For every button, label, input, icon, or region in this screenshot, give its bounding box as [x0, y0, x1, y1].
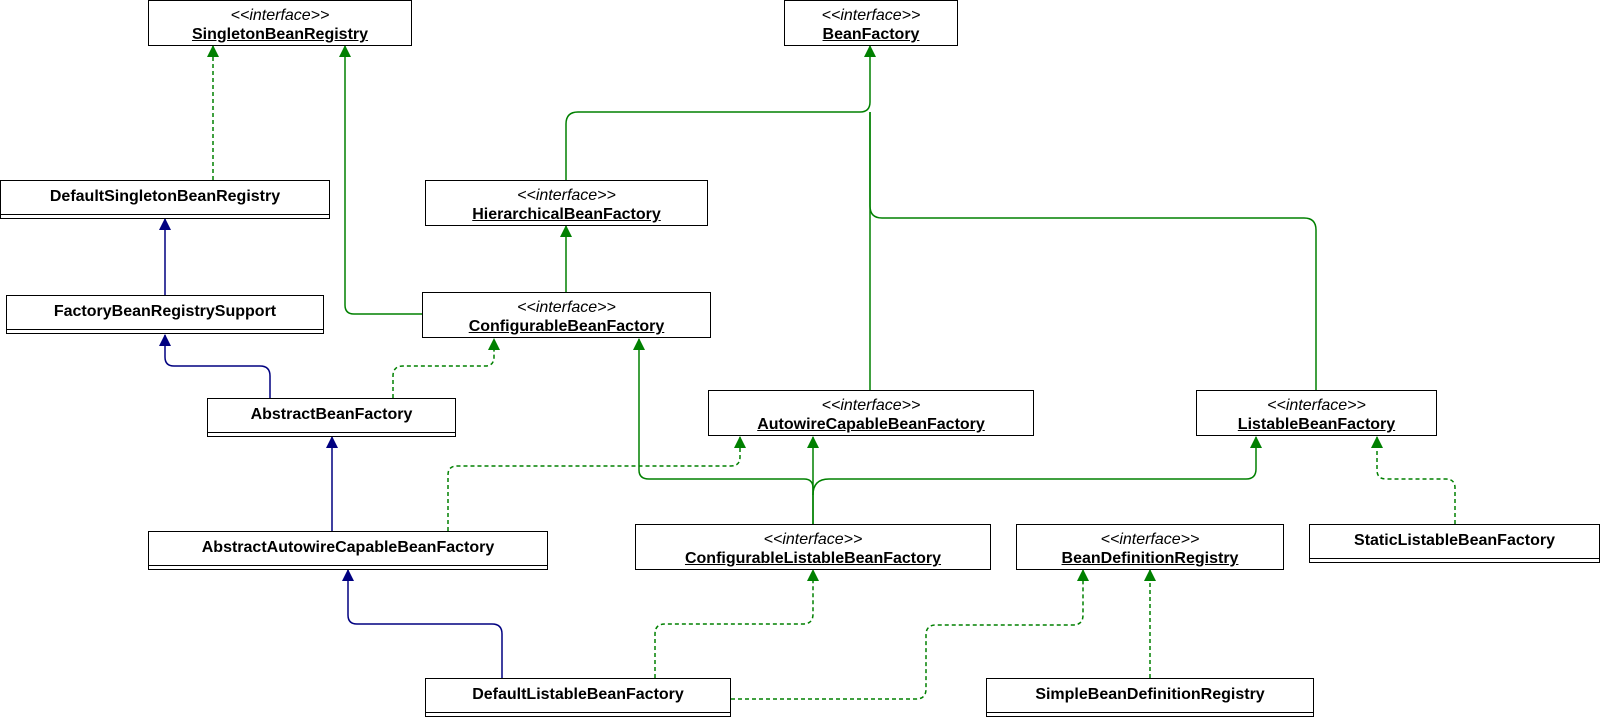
node-name: SimpleBeanDefinitionRegistry	[1035, 686, 1265, 703]
edge-dlbf-to-clbf	[654, 569, 819, 678]
edge-slbf-to-lbf	[1371, 436, 1456, 524]
node-name: AutowireCapableBeanFactory	[757, 416, 985, 433]
edge-dlbf-to-bdr	[731, 569, 1089, 700]
node-stereotype: <<interface>>	[230, 7, 330, 24]
node-stereotype: <<interface>>	[1267, 397, 1366, 414]
edge-lbf-to-bf	[869, 112, 1317, 390]
node-factory-bean-registry-support[interactable]: FactoryBeanRegistrySupport	[6, 295, 324, 330]
node-name: AbstractBeanFactory	[250, 406, 413, 423]
node-default-singleton-bean-registry[interactable]: DefaultSingletonBeanRegistry	[0, 180, 330, 215]
node-name: ConfigurableListableBeanFactory	[684, 550, 942, 567]
node-hierarchical-bean-factory[interactable]: <<interface>> HierarchicalBeanFactory	[425, 180, 708, 226]
node-name: FactoryBeanRegistrySupport	[53, 303, 277, 320]
node-name: BeanDefinitionRegistry	[1061, 550, 1239, 567]
node-name: SingletonBeanRegistry	[191, 26, 369, 43]
node-abstract-autowire-capable-bean-factory[interactable]: AbstractAutowireCapableBeanFactory	[148, 531, 548, 566]
node-name: HierarchicalBeanFactory	[472, 206, 661, 223]
edge-abf-to-fbrs	[159, 334, 271, 398]
node-abstract-bean-factory[interactable]: AbstractBeanFactory	[207, 398, 456, 433]
node-stereotype: <<interface>>	[517, 299, 616, 316]
node-listable-bean-factory[interactable]: <<interface>> ListableBeanFactory	[1196, 390, 1437, 436]
node-name: DefaultListableBeanFactory	[472, 686, 684, 703]
edge-aacbf-to-acbf	[447, 436, 746, 531]
node-name: StaticListableBeanFactory	[1354, 532, 1555, 549]
node-name: AbstractAutowireCapableBeanFactory	[201, 539, 495, 556]
node-stereotype: <<interface>>	[763, 531, 863, 548]
node-stereotype: <<interface>>	[1100, 531, 1200, 548]
edge-abf-to-cbf	[392, 338, 500, 398]
node-name: ConfigurableBeanFactory	[468, 318, 665, 335]
node-stereotype: <<interface>>	[517, 187, 616, 204]
edge-hbf-to-bf	[565, 45, 876, 180]
node-name: BeanFactory	[822, 26, 920, 43]
edge-cbf-to-sbr	[339, 45, 422, 315]
node-static-listable-bean-factory[interactable]: StaticListableBeanFactory	[1309, 524, 1600, 559]
node-autowire-capable-bean-factory[interactable]: <<interface>> AutowireCapableBeanFactory	[708, 390, 1034, 436]
node-configurable-bean-factory[interactable]: <<interface>> ConfigurableBeanFactory	[422, 292, 711, 338]
node-name: ListableBeanFactory	[1237, 416, 1396, 433]
node-bean-definition-registry[interactable]: <<interface>> BeanDefinitionRegistry	[1016, 524, 1284, 570]
edge-dlbf-to-aacbf	[342, 569, 503, 678]
node-singleton-bean-registry[interactable]: <<interface>> SingletonBeanRegistry	[148, 0, 412, 46]
node-simple-bean-definition-registry[interactable]: SimpleBeanDefinitionRegistry	[986, 678, 1314, 713]
node-stereotype: <<interface>>	[821, 7, 921, 24]
node-bean-factory[interactable]: <<interface>> BeanFactory	[784, 0, 958, 46]
node-stereotype: <<interface>>	[821, 397, 921, 414]
edge-clbf-to-lbf	[812, 436, 1262, 496]
node-default-listable-bean-factory[interactable]: DefaultListableBeanFactory	[425, 678, 731, 713]
node-name: DefaultSingletonBeanRegistry	[49, 188, 281, 205]
node-configurable-listable-bean-factory[interactable]: <<interface>> ConfigurableListableBeanFa…	[635, 524, 991, 570]
